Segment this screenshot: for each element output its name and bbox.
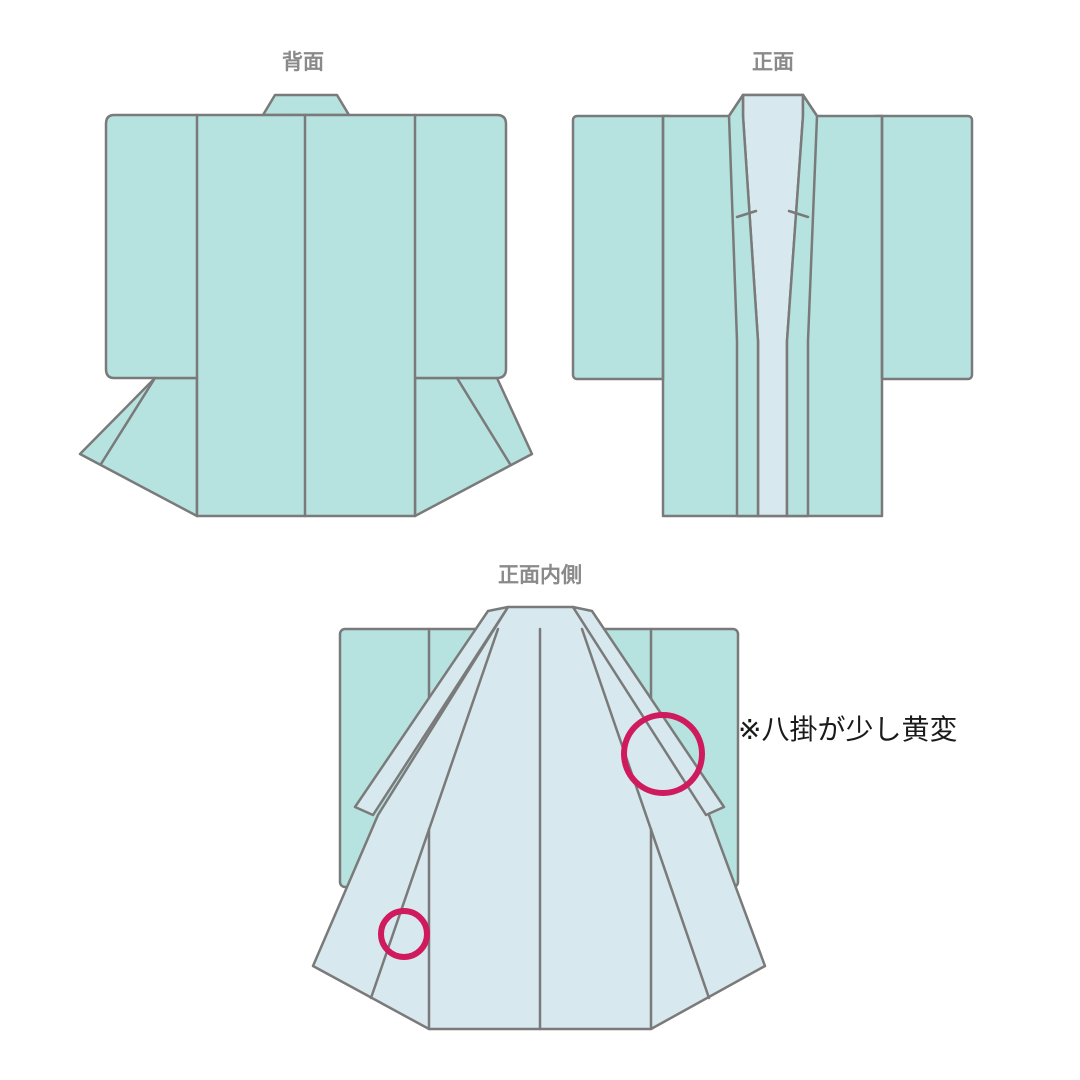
back-collar: [261, 93, 351, 117]
front-left-collar-tab: [735, 209, 758, 219]
inside-right-gore-seam: [580, 627, 711, 1000]
inside-view-label: 正面内側: [498, 563, 582, 587]
front-left-sleeve: [571, 114, 675, 381]
front-view-label: 正面: [752, 50, 794, 74]
defect-marker-large: [621, 712, 705, 796]
inside-right-collar-band: [571, 605, 726, 817]
defect-marker-small: [378, 908, 430, 960]
defect-note: ※八掛が少し黄変: [738, 713, 958, 746]
front-right-collar: [785, 93, 819, 518]
back-right-gusset-seam: [455, 376, 512, 466]
back-left-gusset-seam: [99, 376, 157, 466]
back-view-label: 背面: [282, 50, 324, 74]
inside-view: [311, 605, 767, 1031]
inside-left-gore-seam: [369, 627, 500, 1000]
inside-left-collar-band: [353, 605, 510, 817]
front-right-collar-tab: [787, 209, 810, 219]
back-left-skirt: [78, 376, 199, 518]
back-right-skirt: [413, 376, 534, 518]
front-left-collar: [727, 93, 760, 518]
front-right-sleeve: [870, 114, 974, 381]
front-view: [571, 93, 974, 518]
back-view: [78, 93, 534, 518]
